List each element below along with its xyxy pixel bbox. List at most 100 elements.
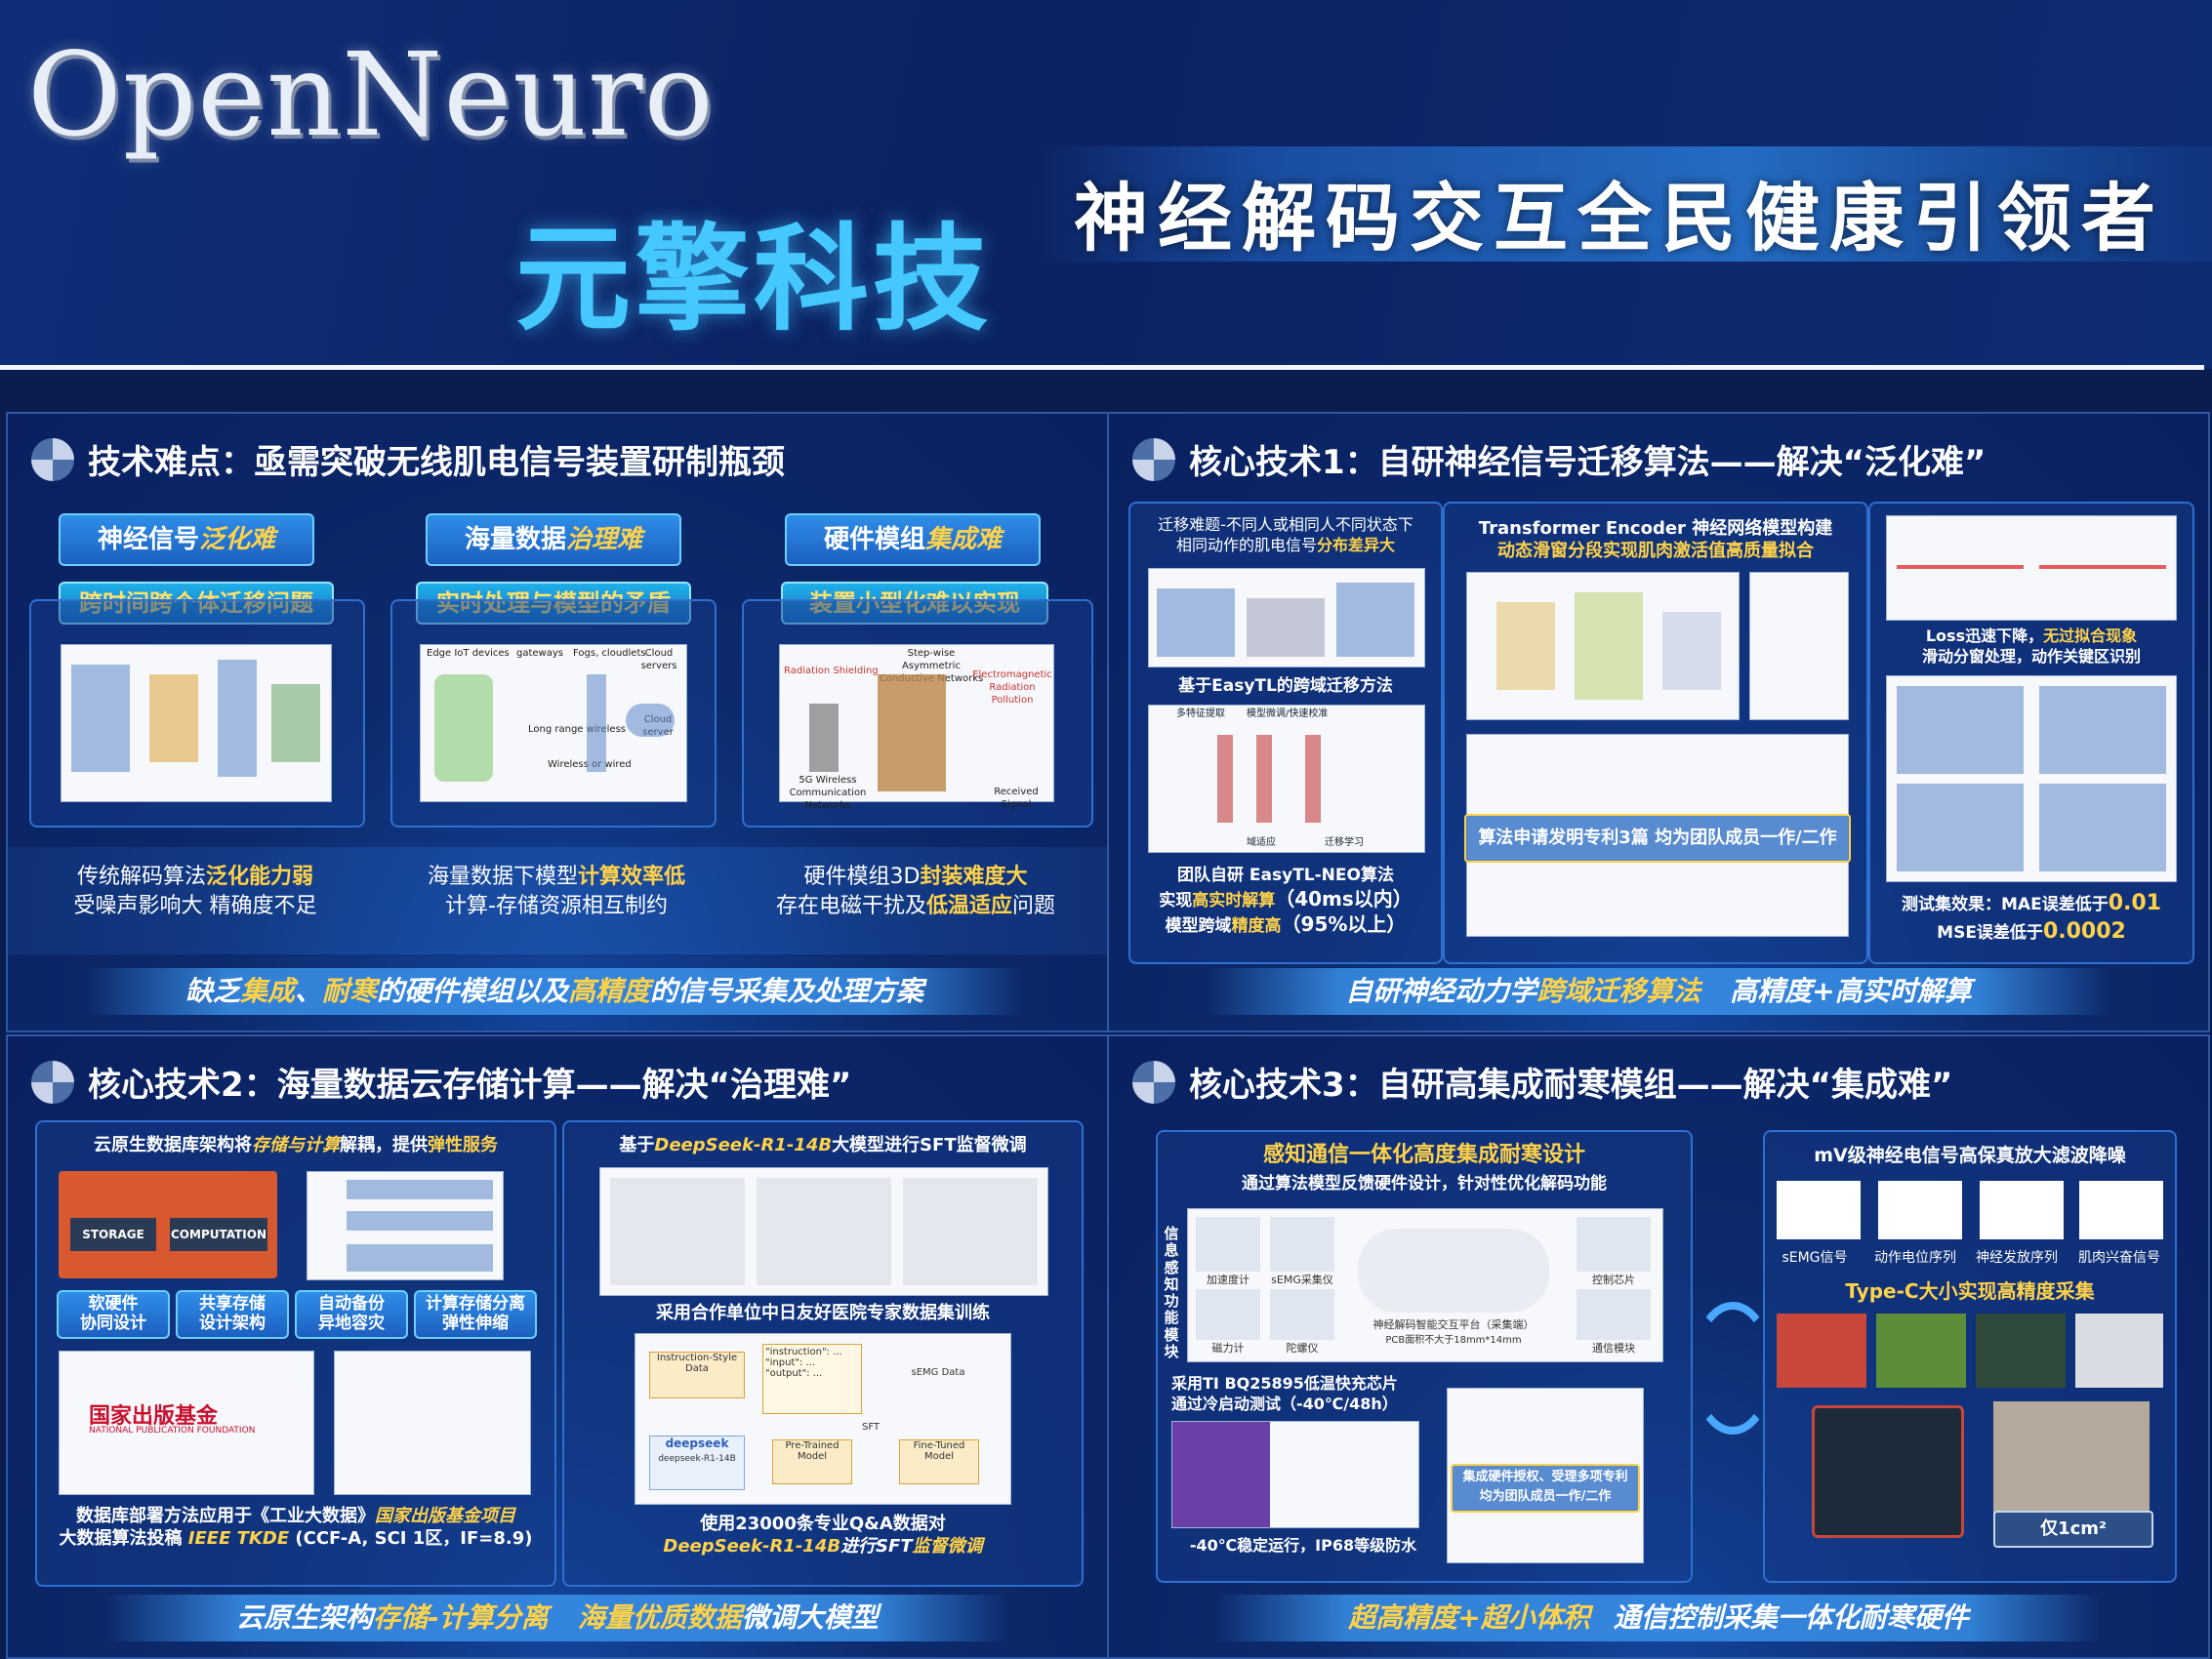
brand-name-cn: 元擎科技 — [515, 212, 993, 346]
figure-charger-pcb — [1171, 1421, 1419, 1528]
figure-architecture — [307, 1171, 504, 1280]
easytl-neo-caption: 团队自研 EasyTL-NEO算法 实现高实时解算（40ms以内） 模型跨域精度… — [1159, 866, 1413, 937]
flow-instruction-data: Instruction-Style Data — [649, 1352, 745, 1398]
cold-test-caption: -40℃稳定运行，IP68等级防水 — [1189, 1536, 1417, 1555]
size-label: 仅1cm² — [1993, 1511, 2153, 1548]
difficulty-text-3: 硬件模组3D封装难度大 存在电磁干扰及低温适应问题 — [775, 865, 1056, 918]
migration-caption: 迁移难题-不同人或相同人不同状态下相同动作的肌电信号分布差异大 — [1158, 515, 1413, 554]
figure-fit-results — [1886, 675, 2177, 882]
pill-auto-backup: 自动备份异地容灾 — [295, 1290, 408, 1339]
hardware-patent-highlight: 集成硬件授权、受理多项专利均为团队成员一作/二作 — [1451, 1464, 1640, 1513]
figure-signal-stages — [1777, 1181, 2163, 1243]
pill-hardware-module: 硬件模组集成难 — [785, 513, 1041, 566]
q2-left-card: 迁移难题-不同人或相同人不同状态下相同动作的肌电信号分布差异大 基于EasyTL… — [1128, 502, 1443, 964]
brand-name-en: OpenNeuro — [27, 27, 715, 162]
flow-json-sample: "instruction": ... "input": ... "output"… — [762, 1344, 862, 1414]
integration-heading: 感知通信一体化高度集成耐寒设计 — [1262, 1143, 1585, 1167]
figure-emg-transfer — [61, 644, 332, 802]
flow-pretrained: Pre-Trained Model — [772, 1439, 852, 1484]
figure-qa-samples — [599, 1167, 1048, 1296]
signal-label-neural-firing: 神经发放序列 — [1976, 1250, 2058, 1266]
figure-typec-module — [1812, 1405, 1964, 1538]
storage-label: STORAGE — [70, 1218, 156, 1251]
computation-label: COMPUTATION — [170, 1218, 267, 1251]
signal-label-action-potential: 动作电位序列 — [1874, 1250, 1956, 1266]
panel-title: 核心技术1：自研神经信号迁移算法——解决“泛化难” — [1132, 435, 1986, 483]
figure-paper — [1749, 572, 1849, 720]
q4-right-card: mV级神经电信号高保真放大滤波降噪 sEMG信号 动作电位序列 神经发放序列 肌… — [1763, 1130, 2177, 1583]
test-result-caption: 测试集效果：MAE误差低于0.01 MSE误差低于0.0002 — [1902, 891, 2161, 944]
panel-title: 核心技术2：海量数据云存储计算——解决“治理难” — [31, 1058, 851, 1106]
figure-tkde-paper — [334, 1351, 531, 1495]
flow-semg-data: sEMG Data — [911, 1367, 965, 1378]
loss-caption: Loss迅速下降，无过拟合现象 滑动分窗处理，动作关键区识别 — [1921, 627, 2141, 666]
signal-label-muscle-excitation: 肌肉兴奋信号 — [2078, 1250, 2160, 1266]
amplifier-heading: mV级神经电信号高保真放大滤波降噪 — [1814, 1145, 2126, 1166]
cloud-native-caption: 云原生数据库架构将存储与计算解耦，提供弹性服务 — [94, 1135, 498, 1155]
panel-core-tech-2: 核心技术2：海量数据云存储计算——解决“治理难” 云原生数据库架构将存储与计算解… — [6, 1034, 1109, 1659]
figure-loss-curves — [1886, 515, 2177, 621]
card-3: Step-wise Asymmetric Conductive Networks… — [742, 599, 1093, 828]
figure-fingertip-module — [1993, 1401, 2150, 1518]
hospital-dataset-caption: 采用合作单位中日友好医院专家数据集训练 — [656, 1303, 990, 1323]
figure-pcb-boards — [1777, 1314, 2163, 1392]
pill-shared-storage: 共享存储设计架构 — [176, 1290, 289, 1339]
sensing-side-label: 信息感知功能模块 — [1164, 1225, 1179, 1360]
difficulty-band — [8, 847, 1107, 954]
logo-icon — [31, 1060, 74, 1104]
header: OpenNeuro 元擎科技 神经解码交互全民健康引领者 — [0, 0, 2212, 369]
q3-banner: 云原生架构存储-计算分离海量优质数据微调大模型 — [105, 1595, 1009, 1641]
logo-icon — [1132, 437, 1175, 481]
difficulty-text-1: 传统解码算法泛化能力弱 受噪声影响大 精确度不足 — [73, 865, 317, 918]
q2-mid-card: Transformer Encoder 神经网络模型构建动态滑窗分段实现肌肉激活… — [1443, 502, 1868, 964]
transformer-caption: Transformer Encoder 神经网络模型构建动态滑窗分段实现肌肉激活… — [1478, 518, 1833, 562]
q1-banner: 缺乏集成、耐寒的硬件模组以及高精度的信号采集及处理方案 — [86, 968, 1023, 1015]
card-1 — [29, 599, 365, 828]
panel-tech-difficulties: 技术难点：亟需突破无线肌电信号装置研制瓶颈 神经信号泛化难 跨时间跨个体迁移问题… — [6, 412, 1109, 1032]
pill-compute-storage-separation: 计算存储分离弹性伸缩 — [414, 1290, 537, 1339]
header-divider — [0, 365, 2204, 370]
q4-left-card: 感知通信一体化高度集成耐寒设计 通过算法模型反馈硬件设计，针对性优化解码功能 信… — [1156, 1130, 1693, 1583]
difficulty-text-2: 海量数据下模型计算效率低 计算-存储资源相互制约 — [427, 865, 686, 918]
panel-title: 技术难点：亟需突破无线肌电信号装置研制瓶颈 — [31, 435, 785, 483]
figure-storage-compute: STORAGE COMPUTATION — [59, 1171, 277, 1278]
q3-right-card: 基于DeepSeek-R1-14B大模型进行SFT监督微调 采用合作单位中日友好… — [562, 1120, 1084, 1587]
easytl-caption: 基于EasyTL的跨域迁移方法 — [1178, 676, 1393, 696]
q2-right-card: Loss迅速下降，无过拟合现象 滑动分窗处理，动作关键区识别 测试集效果：MAE… — [1868, 502, 2194, 964]
pill-hw-sw-codesign: 软硬件协同设计 — [57, 1290, 170, 1339]
flow-finetuned: Fine-Tuned Model — [899, 1439, 979, 1484]
integration-subheading: 通过算法模型反馈硬件设计，针对性优化解码功能 — [1242, 1174, 1607, 1194]
panel-core-tech-1: 核心技术1：自研神经信号迁移算法——解决“泛化难” 迁移难题-不同人或相同人不同… — [1107, 412, 2210, 1032]
deepseek-caption: 基于DeepSeek-R1-14B大模型进行SFT监督微调 — [619, 1135, 1027, 1155]
panel-title: 核心技术3：自研高集成耐寒模组——解决“集成难” — [1132, 1058, 1952, 1106]
logo-icon — [1132, 1060, 1175, 1104]
publication-caption: 数据库部署方法应用于《工业大数据》国家出版基金项目 大数据算法投稿 IEEE T… — [59, 1506, 533, 1550]
charger-caption: 采用TI BQ25895低温快充芯片通过冷启动测试（-40℃/48h） — [1171, 1374, 1398, 1413]
figure-sft-flow: Instruction-Style Data "instruction": ..… — [635, 1333, 1011, 1505]
figure-hardware-modules: 加速度计 sEMG采集仪 磁力计 陀螺仪 神经解码智能交互平台（采集端） PCB… — [1187, 1208, 1663, 1362]
q2-banner: 自研神经动力学跨域迁移算法高精度+高实时解算 — [1207, 968, 2110, 1015]
typec-caption: Type-C大小实现高精度采集 — [1845, 1279, 2095, 1303]
figure-edge-cloud: Edge IoT devices gateways Fogs, cloudlet… — [420, 644, 687, 802]
refresh-cycle-icon — [1691, 1302, 1775, 1435]
panel-core-tech-3: 核心技术3：自研高集成耐寒模组——解决“集成难” 感知通信一体化高度集成耐寒设计… — [1107, 1034, 2210, 1659]
figure-shielding: Step-wise Asymmetric Conductive Networks… — [779, 644, 1054, 811]
figure-transformer — [1466, 572, 1740, 720]
figure-easytl: 多特征提取 模型微调/快速校准 域适应 迁移学习 — [1148, 705, 1425, 853]
fund-title-cn: 国家出版基金 — [89, 1404, 219, 1429]
pill-massive-data: 海量数据治理难 — [426, 513, 681, 566]
card-2: Edge IoT devices gateways Fogs, cloudlet… — [390, 599, 717, 828]
logo-icon — [31, 437, 74, 481]
figure-fund-document: 国家出版基金 NATIONAL PUBLICATION FOUNDATION — [59, 1351, 314, 1495]
flow-sft: SFT — [862, 1422, 881, 1433]
figure-distribution — [1148, 568, 1425, 668]
slogan: 神经解码交互全民健康引领者 — [1074, 175, 2165, 262]
patent-highlight: 算法申请发明专利3篇 均为团队成员一作/二作 — [1464, 814, 1851, 863]
fund-title-en: NATIONAL PUBLICATION FOUNDATION — [89, 1426, 256, 1436]
pill-neural-signal: 神经信号泛化难 — [59, 513, 314, 566]
q4-banner: 超高精度+超小体积通信控制采集一体化耐寒硬件 — [1216, 1595, 2101, 1641]
sft-caption: 使用23000条专业Q&A数据对 DeepSeek-R1-14B进行SFT监督微… — [663, 1514, 983, 1558]
slogan-band — [1035, 146, 2212, 262]
q3-left-card: 云原生数据库架构将存储与计算解耦，提供弹性服务 STORAGE COMPUTAT… — [35, 1120, 556, 1587]
